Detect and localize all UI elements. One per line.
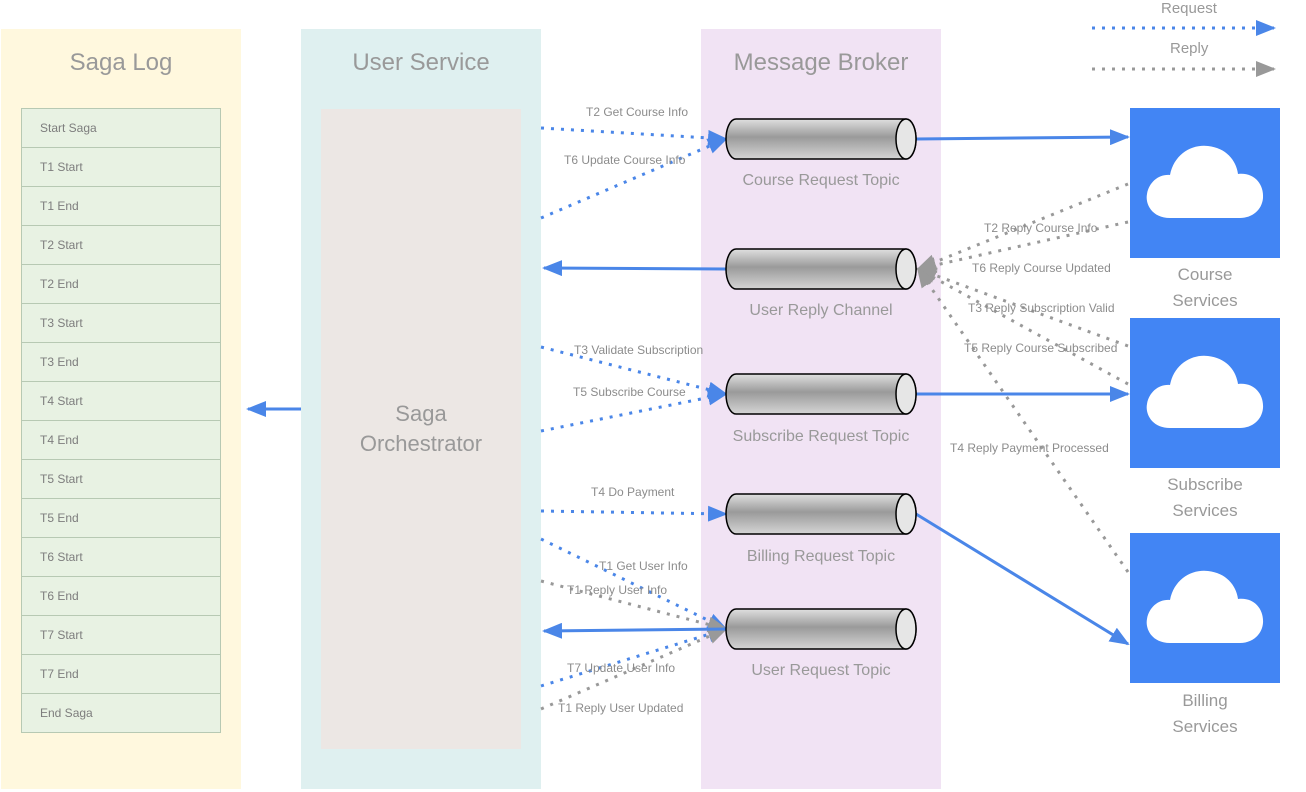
edge-label-t5-reply-sub: T5 Reply Course Subscribed (964, 341, 1118, 355)
edge-label-t4-payment: T4 Do Payment (591, 485, 675, 499)
saga-log-item: T6 End (21, 576, 221, 616)
course-topic-to-course-service (915, 129, 1130, 146)
billing-service-label: Billing Services (1105, 688, 1305, 740)
user-request-topic-cylinder[interactable] (725, 608, 917, 650)
billing-request-topic-label: Billing Request Topic (746, 548, 896, 565)
t4-request-arrow (540, 505, 728, 522)
orchestrator-line1: Saga (395, 401, 447, 426)
billing-service-line2: Services (1172, 717, 1238, 736)
saga-log-item: T6 Start (21, 537, 221, 577)
t1-reply-arrow (540, 579, 728, 633)
billing-service-box[interactable] (1130, 533, 1280, 683)
user-reply-channel-cylinder[interactable] (725, 248, 917, 290)
saga-log-item: T3 Start (21, 303, 221, 343)
course-service-line1: Course (1177, 265, 1233, 284)
saga-log-item: End Saga (21, 693, 221, 733)
cloud-icon (1146, 145, 1264, 218)
orchestrator-line2: Orchestrator (359, 431, 483, 456)
course-service-label: Course Services (1105, 262, 1305, 314)
user-request-topic-label: User Request Topic (751, 662, 891, 679)
edge-label-t1-reply-user: T1 Reply User Info (567, 583, 668, 597)
course-service-box[interactable] (1130, 108, 1280, 258)
edge-label-t3-reply-sub: T3 Reply Subscription Valid (968, 301, 1115, 315)
edge-label-t6-update-course: T6 Update Course Info (564, 153, 686, 167)
user-reply-to-orchestrator (542, 260, 727, 277)
edge-label-t5-subscribe: T5 Subscribe Course (573, 385, 686, 399)
t1-reply-updated-arrow (540, 627, 728, 711)
course-request-topic-label: Course Request Topic (742, 172, 900, 189)
billing-service-line1: Billing (1182, 691, 1228, 710)
user-service-title: User Service (352, 49, 490, 76)
subscribe-service-box[interactable] (1130, 318, 1280, 468)
legend-request-label: Request (1161, 0, 1217, 17)
edge-label-t1-reply-updated: T1 Reply User Updated (558, 701, 684, 715)
course-request-topic-cylinder[interactable] (725, 118, 917, 160)
saga-log-item: T7 Start (21, 615, 221, 655)
t3-reply-arrow (916, 267, 1129, 386)
subscribe-service-line2: Services (1172, 501, 1238, 520)
t7-request-arrow (540, 626, 728, 688)
t5-request-arrow (540, 389, 728, 433)
saga-log-title: Saga Log (69, 49, 173, 76)
legend-reply-label: Reply (1170, 40, 1209, 57)
edge-label-t6-reply-course: T6 Reply Course Updated (972, 261, 1111, 275)
saga-log-item: T1 Start (21, 147, 221, 187)
billing-topic-to-billing-service (915, 512, 1130, 646)
t6-request-arrow (540, 137, 728, 220)
subscribe-request-topic-label: Subscribe Request Topic (732, 428, 910, 445)
saga-log-item: T4 End (21, 420, 221, 460)
saga-log-item: T2 End (21, 264, 221, 304)
subscribe-request-topic-cylinder[interactable] (725, 373, 917, 415)
message-broker-title: Message Broker (733, 49, 909, 76)
edge-label-t4-reply-pay: T4 Reply Payment Processed (950, 441, 1109, 455)
saga-log-item: T4 Start (21, 381, 221, 421)
saga-log-item: T5 End (21, 498, 221, 538)
course-service-line2: Services (1172, 291, 1238, 310)
edge-label-t7-update-user: T7 Update User Info (567, 661, 676, 675)
edge-label-t2-get-course: T2 Get Course Info (586, 105, 689, 119)
saga-log-item: T7 End (21, 654, 221, 694)
t5-reply-arrow (916, 267, 1129, 348)
cloud-icon (1146, 355, 1264, 428)
billing-request-topic-cylinder[interactable] (725, 493, 917, 535)
t2-request-arrow (540, 126, 728, 146)
saga-log-item: T2 Start (21, 225, 221, 265)
edge-label-t1-get-user: T1 Get User Info (599, 559, 688, 573)
user-request-to-orchestrator (542, 622, 727, 639)
edge-label-t3-validate: T3 Validate Subscription (574, 343, 704, 357)
cloud-icon (1146, 570, 1264, 643)
t3-request-arrow (540, 345, 728, 398)
user-reply-channel-label: User Reply Channel (749, 302, 893, 319)
subscribe-service-label: Subscribe Services (1105, 472, 1305, 524)
subscribe-service-line1: Subscribe (1167, 475, 1243, 494)
edge-label-t2-reply-course: T2 Reply Course Info (984, 221, 1098, 235)
t4-reply-arrow (916, 267, 1130, 573)
t1-request-arrow (540, 537, 728, 631)
